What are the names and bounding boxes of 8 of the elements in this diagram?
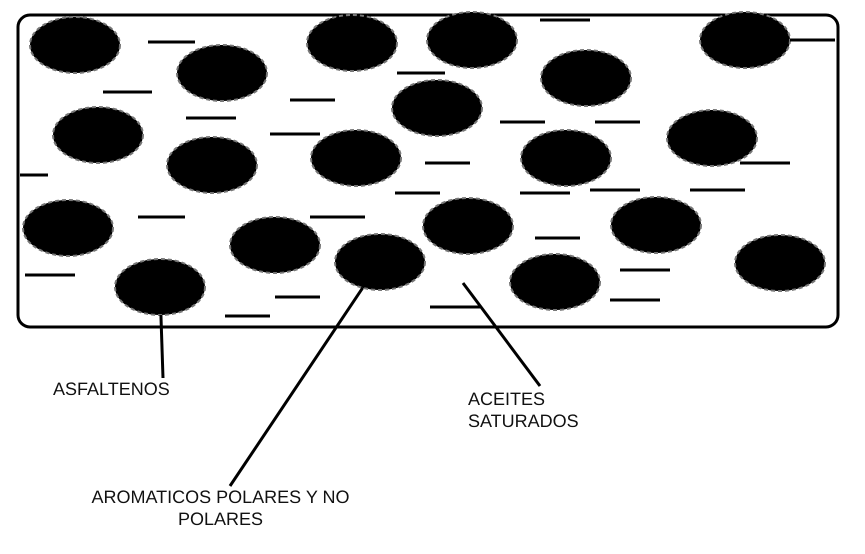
asphaltene-particle bbox=[114, 258, 206, 316]
callout-label: AROMATICOS POLARES Y NO POLARES bbox=[48, 486, 393, 530]
leader-line bbox=[462, 282, 542, 387]
callout-label: ACEITES SATURADOS bbox=[468, 388, 628, 432]
leader-line bbox=[159, 314, 164, 378]
callout-label: ASFALTENOS bbox=[53, 378, 223, 400]
leader-line bbox=[228, 287, 364, 487]
asphaltene-particle bbox=[334, 233, 426, 291]
